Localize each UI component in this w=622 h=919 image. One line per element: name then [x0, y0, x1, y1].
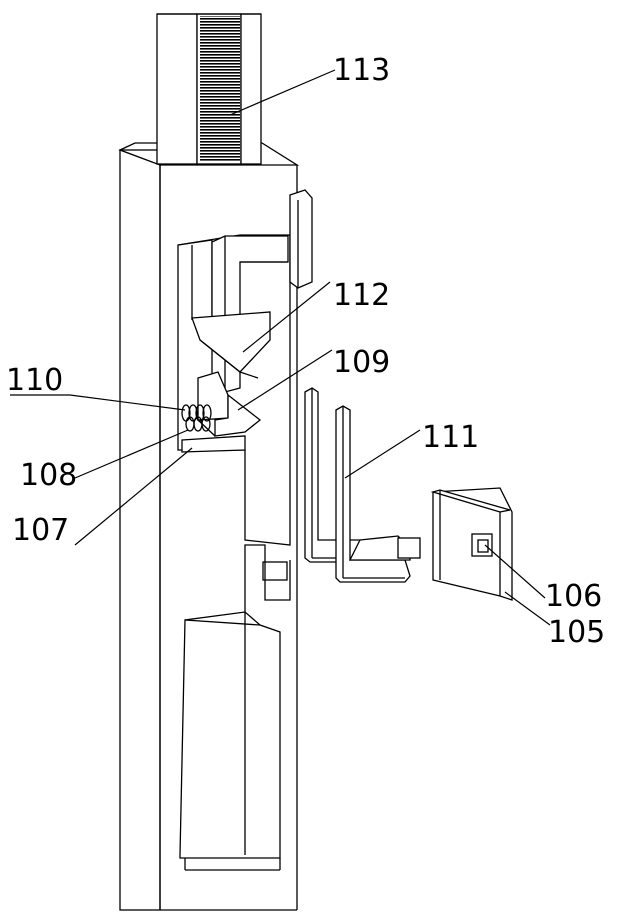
- label-108: 108: [20, 458, 77, 493]
- label-113: 113: [333, 53, 390, 88]
- l-brackets-111: [304, 387, 421, 583]
- label-109: 109: [333, 345, 390, 380]
- slider-112: [191, 235, 289, 393]
- label-112: 112: [333, 278, 390, 313]
- window-106: [471, 533, 493, 557]
- label-106: 106: [545, 579, 602, 614]
- label-105: 105: [548, 615, 605, 650]
- latch-assembly: [181, 371, 262, 453]
- coil-block-113: [156, 13, 262, 165]
- spring-110: [181, 404, 212, 432]
- leader-lines: [10, 69, 551, 626]
- label-107: 107: [12, 513, 69, 548]
- labels: 113 112 109 110 108 107 111 106 105: [6, 53, 605, 650]
- label-111: 111: [422, 420, 479, 455]
- label-110: 110: [6, 363, 63, 398]
- block-105: [430, 487, 513, 601]
